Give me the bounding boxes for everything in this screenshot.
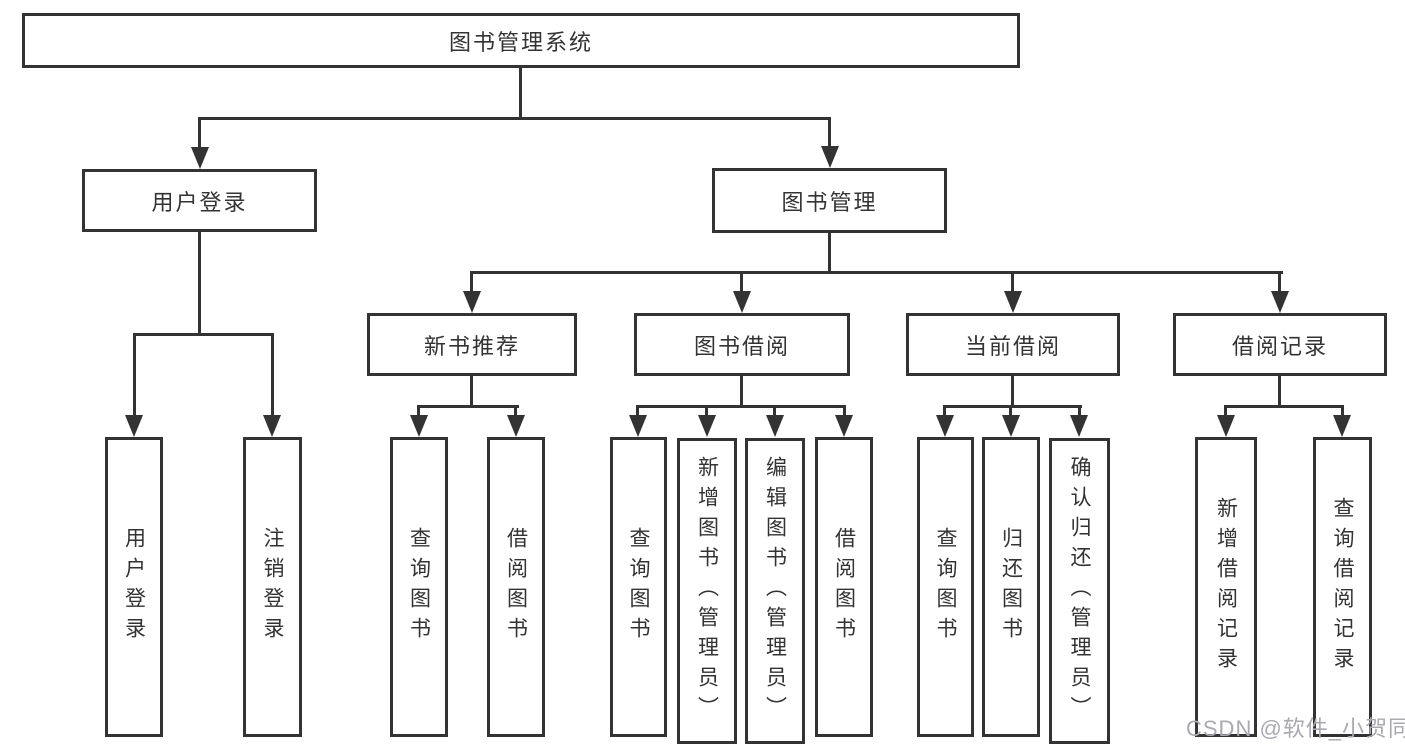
connector-line bbox=[470, 376, 473, 408]
arrow-down-icon bbox=[766, 415, 784, 437]
node-user-login: 用户登录 bbox=[82, 169, 317, 232]
connector-line bbox=[514, 405, 517, 417]
node-leaf-add-borrow-record: 新增借阅记录 bbox=[1195, 437, 1257, 737]
node-leaf-logout: 注销登录 bbox=[243, 437, 302, 737]
node-label: 借阅记录 bbox=[1231, 333, 1328, 359]
connector-line bbox=[943, 405, 1082, 408]
node-new-book-recommend: 新书推荐 bbox=[367, 313, 577, 376]
connector-line bbox=[740, 271, 743, 293]
arrow-down-icon bbox=[1070, 415, 1088, 437]
connector-line bbox=[417, 405, 420, 417]
connector-line bbox=[271, 333, 274, 417]
node-leaf-return-books: 归还图书 bbox=[982, 437, 1040, 737]
connector-line bbox=[705, 405, 708, 417]
arrow-down-icon bbox=[821, 146, 839, 168]
node-label: 编辑图书（管理员） bbox=[763, 456, 787, 726]
connector-line bbox=[828, 233, 831, 274]
connector-line bbox=[773, 405, 776, 417]
node-leaf-user-login: 用户登录 bbox=[105, 437, 163, 737]
node-library-management-system: 图书管理系统 bbox=[22, 13, 1020, 68]
node-leaf-confirm-return-admin: 确认归还（管理员） bbox=[1049, 438, 1110, 744]
node-label: 注销登录 bbox=[261, 527, 284, 647]
node-label: 新增借阅记录 bbox=[1214, 497, 1238, 677]
node-borrowing-records: 借阅记录 bbox=[1173, 313, 1387, 376]
connector-line bbox=[636, 405, 846, 408]
connector-line bbox=[470, 271, 473, 293]
connector-line bbox=[1078, 405, 1081, 417]
connector-line bbox=[1341, 405, 1344, 417]
node-label: 查询借阅记录 bbox=[1331, 497, 1354, 677]
node-label: 查询图书 bbox=[407, 527, 431, 647]
connector-line bbox=[1009, 405, 1012, 417]
node-label: 用户登录 bbox=[151, 189, 248, 215]
connector-line bbox=[943, 405, 946, 417]
arrow-down-icon bbox=[835, 415, 853, 437]
connector-line bbox=[417, 405, 519, 408]
node-book-borrowing: 图书借阅 bbox=[634, 313, 850, 376]
arrow-down-icon bbox=[1271, 291, 1289, 313]
connector-line bbox=[198, 232, 201, 336]
node-label: 当前借阅 bbox=[964, 333, 1061, 359]
arrow-down-icon bbox=[629, 415, 647, 437]
node-leaf-borrow-books: 借阅图书 bbox=[815, 437, 873, 737]
node-label: 查询图书 bbox=[627, 527, 650, 647]
node-label: 新书推荐 bbox=[423, 333, 520, 359]
connector-line bbox=[198, 117, 201, 147]
node-leaf-query-books-borrowing: 查询图书 bbox=[610, 437, 667, 737]
connector-line bbox=[519, 68, 522, 120]
csdn-watermark: CSDN @软件_小贺同学 bbox=[1186, 716, 1405, 741]
arrow-down-icon bbox=[263, 415, 281, 437]
connector-line bbox=[636, 405, 639, 417]
connector-line bbox=[1278, 271, 1281, 293]
arrow-down-icon bbox=[733, 291, 751, 313]
connector-line bbox=[843, 405, 846, 417]
connector-line bbox=[198, 117, 831, 120]
connector-line bbox=[470, 271, 1283, 274]
connector-line bbox=[133, 333, 274, 336]
node-current-borrowing: 当前借阅 bbox=[906, 313, 1120, 376]
node-label: 图书管理 bbox=[781, 189, 878, 215]
connector-line bbox=[133, 333, 136, 417]
arrow-down-icon bbox=[1217, 415, 1235, 437]
node-leaf-query-borrow-record: 查询借阅记录 bbox=[1313, 437, 1372, 737]
node-label: 图书借阅 bbox=[693, 333, 790, 359]
node-label: 用户登录 bbox=[122, 527, 146, 647]
node-label: 归还图书 bbox=[999, 527, 1023, 647]
node-leaf-query-books-current: 查询图书 bbox=[917, 437, 974, 737]
node-leaf-edit-books-admin: 编辑图书（管理员） bbox=[745, 438, 805, 744]
node-label: 借阅图书 bbox=[504, 527, 528, 647]
node-label: 借阅图书 bbox=[832, 527, 856, 647]
connector-line bbox=[1278, 376, 1281, 408]
connector-line bbox=[1224, 405, 1227, 417]
node-leaf-query-books-recommend: 查询图书 bbox=[390, 437, 448, 737]
arrow-down-icon bbox=[698, 415, 716, 437]
connector-line bbox=[828, 117, 831, 147]
connector-line bbox=[740, 376, 743, 408]
arrow-down-icon bbox=[191, 147, 209, 169]
arrow-down-icon bbox=[1002, 415, 1020, 437]
node-leaf-borrow-books-recommend: 借阅图书 bbox=[487, 437, 545, 737]
node-label: 确认归还（管理员） bbox=[1068, 456, 1091, 726]
connector-line bbox=[1224, 405, 1344, 408]
arrow-down-icon bbox=[125, 415, 143, 437]
connector-line bbox=[1011, 376, 1014, 408]
node-leaf-add-books-admin: 新增图书（管理员） bbox=[677, 438, 737, 744]
node-book-management: 图书管理 bbox=[712, 168, 947, 233]
arrow-down-icon bbox=[410, 415, 428, 437]
arrow-down-icon bbox=[1333, 415, 1351, 437]
node-label: 查询图书 bbox=[934, 527, 957, 647]
node-label: 新增图书（管理员） bbox=[695, 456, 719, 726]
arrow-down-icon bbox=[936, 415, 954, 437]
arrow-down-icon bbox=[507, 415, 525, 437]
node-label: 图书管理系统 bbox=[448, 29, 593, 55]
arrow-down-icon bbox=[463, 291, 481, 313]
connector-line bbox=[1011, 271, 1014, 293]
arrow-down-icon bbox=[1004, 291, 1022, 313]
